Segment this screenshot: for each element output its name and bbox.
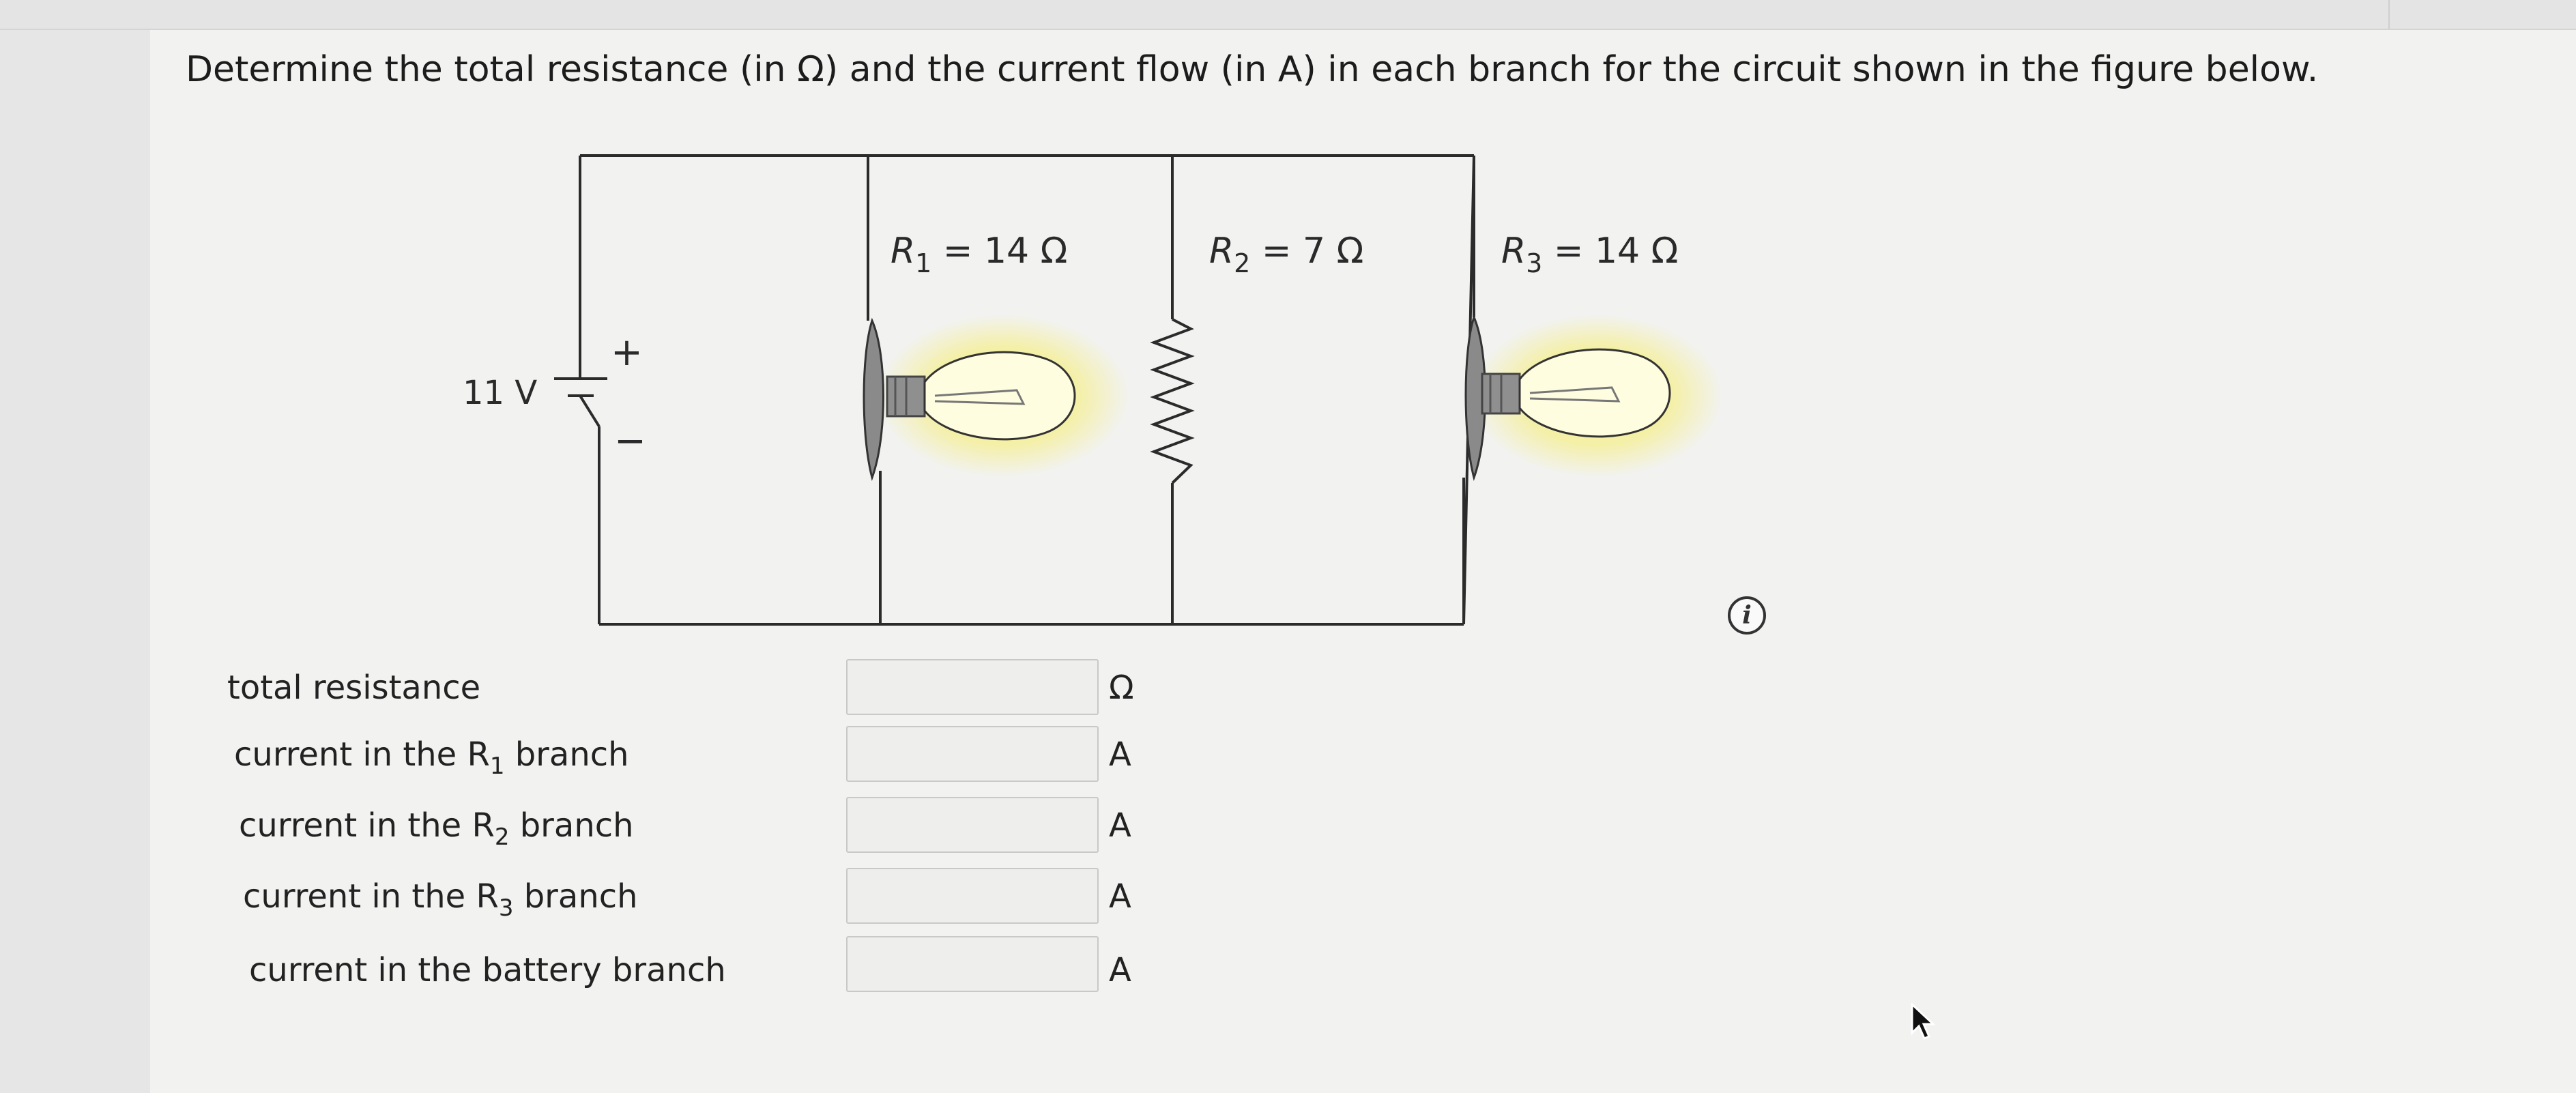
- label-text: current in the R: [243, 877, 499, 916]
- label-text-suffix: branch: [509, 806, 634, 845]
- battery-plus: +: [611, 330, 643, 375]
- r3-label: R3 = 14 Ω: [1501, 231, 1678, 278]
- top-bar-divider: [2388, 0, 2390, 29]
- label-current-r2: current in the R2 branch: [239, 806, 634, 849]
- label-total-resistance: total resistance: [227, 669, 480, 707]
- label-text: current in the battery branch: [249, 951, 726, 989]
- label-text-suffix: branch: [504, 735, 629, 774]
- question-panel: [150, 0, 2576, 1093]
- question-text: Determine the total resistance (in Ω) an…: [186, 49, 2319, 90]
- current-battery-input[interactable]: [846, 936, 1099, 992]
- total-resistance-input[interactable]: [846, 659, 1099, 715]
- label-text: current in the R: [239, 806, 495, 845]
- label-text: total resistance: [227, 669, 481, 707]
- label-subscript: 2: [494, 824, 510, 851]
- r1-label: R1 = 14 Ω: [891, 231, 1067, 278]
- unit-ohm: Ω: [1109, 669, 1134, 707]
- unit-ampere: A: [1109, 735, 1131, 774]
- current-r2-input[interactable]: [846, 797, 1099, 853]
- battery-voltage-label: 11 V: [463, 374, 537, 412]
- label-subscript: 3: [498, 894, 514, 922]
- label-current-r3: current in the R3 branch: [243, 877, 638, 920]
- label-subscript: 1: [489, 753, 505, 780]
- unit-ampere: A: [1109, 806, 1131, 845]
- battery-symbol: [554, 365, 607, 428]
- top-bar: [0, 0, 2576, 30]
- label-text-suffix: branch: [513, 877, 638, 916]
- info-icon[interactable]: i: [1728, 596, 1766, 635]
- label-current-r1: current in the R1 branch: [234, 735, 629, 778]
- r2-label: R2 = 7 Ω: [1209, 231, 1363, 278]
- current-r3-input[interactable]: [846, 868, 1099, 924]
- label-text: current in the R: [234, 735, 490, 774]
- light-bulb-icon: [1464, 314, 1723, 481]
- resistor-r2-symbol: [1150, 318, 1195, 484]
- unit-ampere: A: [1109, 951, 1131, 989]
- current-r1-input[interactable]: [846, 726, 1099, 782]
- light-bulb-icon: [863, 314, 1129, 481]
- label-current-battery: current in the battery branch: [249, 951, 726, 989]
- mouse-pointer-icon: [1911, 1003, 1936, 1040]
- left-margin: [0, 0, 151, 1093]
- battery-minus: −: [614, 419, 646, 463]
- unit-ampere: A: [1109, 877, 1131, 916]
